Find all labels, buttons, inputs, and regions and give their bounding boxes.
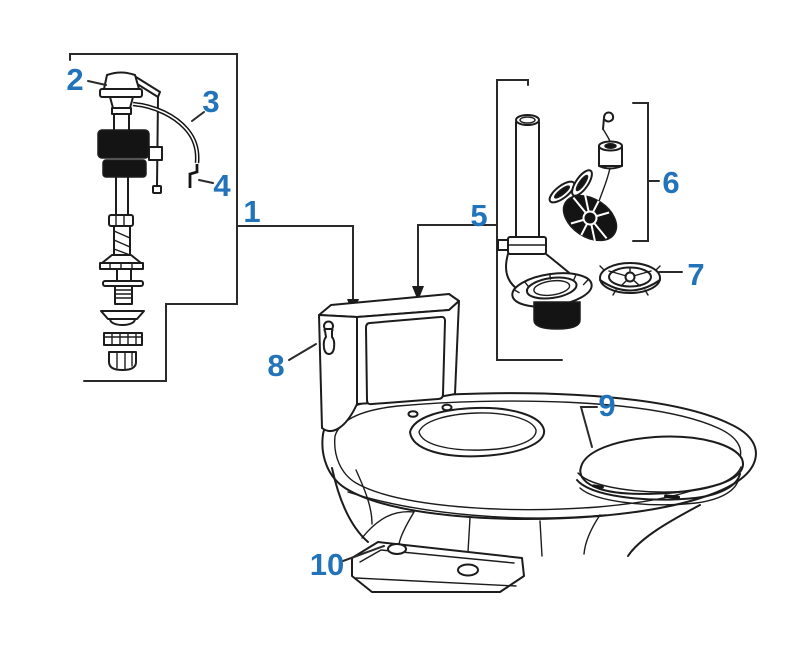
callout-5-label: 5 (470, 198, 487, 233)
flapper-drawing (548, 111, 623, 244)
leader-2 (87, 80, 107, 86)
leader-9 (579, 406, 598, 448)
callout-5-bracket (412, 79, 563, 361)
fill-valve-cap (103, 71, 140, 90)
seat-hinge (664, 494, 680, 500)
callout-7-label: 7 (687, 257, 704, 292)
tank-lid-recess (365, 315, 446, 406)
down-arrow-icon (412, 286, 424, 301)
leader-lines (87, 80, 683, 562)
leader-8 (288, 343, 317, 361)
callout-10-label: 10 (310, 547, 344, 582)
callout-6-label: 6 (662, 165, 679, 200)
seat-hinge (591, 484, 604, 489)
float-cup (97, 129, 150, 159)
seat-opening (407, 403, 546, 458)
leader-3 (191, 111, 205, 122)
pedestal (331, 467, 369, 543)
lock-ring-drawing (599, 262, 661, 296)
callout-3-label: 3 (202, 84, 219, 119)
callout-9-label: 9 (598, 388, 615, 423)
hinge-hole (441, 403, 453, 412)
flapper-body (562, 192, 618, 244)
friction-ring (103, 332, 143, 346)
seat-lid-top (579, 435, 744, 495)
bolt-cap (457, 563, 479, 577)
threaded-base (533, 301, 581, 330)
hinge-hole (407, 410, 419, 418)
leader-10 (342, 545, 385, 562)
flush-valve-drawing (497, 114, 593, 330)
fill-valve-drawing (97, 71, 200, 371)
trip-lever (322, 320, 336, 355)
refill-tube-clip (188, 164, 199, 188)
callout-labels: 1 2 3 4 5 6 7 8 9 10 (66, 62, 704, 582)
coupling-nut (108, 351, 137, 371)
callout-6-bracket (632, 102, 660, 242)
callout-1-label: 1 (243, 194, 260, 229)
seat-lid-drawing (576, 435, 744, 506)
chain-hook (602, 111, 615, 130)
callout-4-label: 4 (213, 168, 231, 203)
callout-2-label: 2 (66, 62, 83, 97)
threaded-shank (114, 285, 133, 305)
bolt-cap (387, 543, 407, 555)
cone-washer (100, 310, 145, 320)
callout-8-label: 8 (267, 348, 284, 383)
leader-4 (198, 179, 214, 184)
